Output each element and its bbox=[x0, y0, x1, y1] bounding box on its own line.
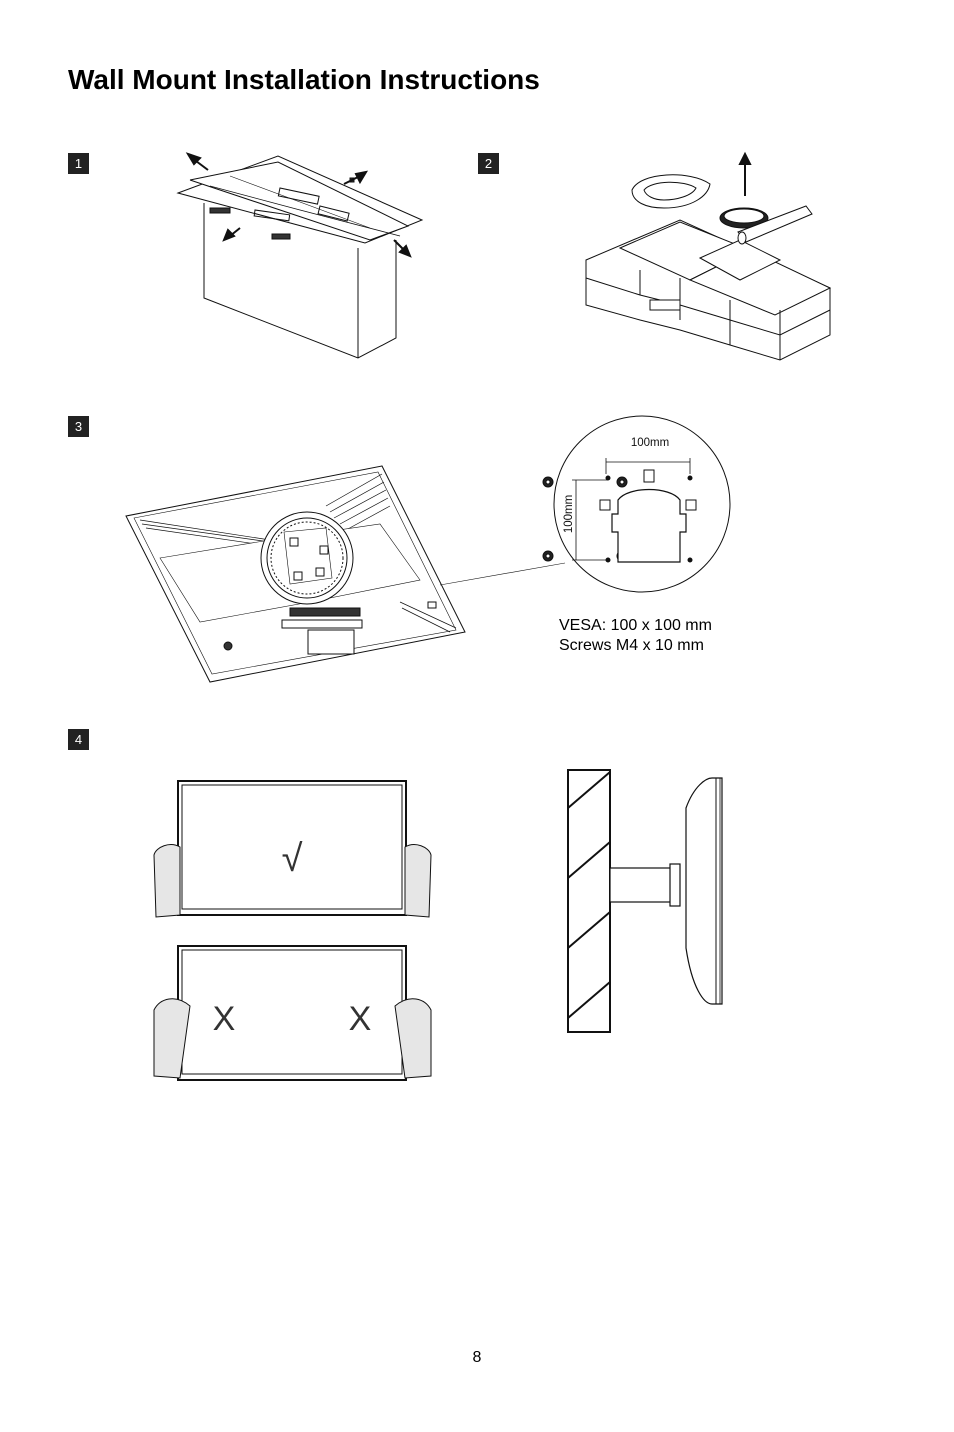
step-3-monitor-back-illustration bbox=[125, 465, 466, 683]
step-1-badge: 1 bbox=[68, 153, 89, 174]
page-number: 8 bbox=[472, 1349, 482, 1366]
incorrect-handling-illustration: X X bbox=[153, 945, 432, 1081]
page-title: Wall Mount Installation Instructions bbox=[68, 64, 540, 95]
vesa-spec-caption: VESA: 100 x 100 mm Screws M4 x 10 mm bbox=[559, 616, 712, 656]
wall-mount-side-view-illustration bbox=[567, 769, 723, 1033]
step-2-remove-stand-illustration bbox=[585, 151, 832, 361]
vesa-spec-line: VESA: 100 x 100 mm bbox=[559, 617, 712, 634]
vesa-vertical-dimension: 100mm bbox=[563, 495, 575, 533]
incorrect-mark-left: X bbox=[213, 1000, 236, 1038]
incorrect-mark-right: X bbox=[349, 1000, 372, 1038]
correct-handling-illustration: √ bbox=[153, 780, 432, 918]
step-1-open-box-illustration bbox=[176, 152, 424, 359]
vesa-callout-line bbox=[440, 562, 566, 586]
vesa-screws-line: Screws M4 x 10 mm bbox=[559, 637, 704, 654]
step-4-badge: 4 bbox=[68, 729, 89, 750]
step-2-badge: 2 bbox=[478, 153, 499, 174]
vesa-detail-illustration: 100mm 100mm bbox=[542, 415, 731, 593]
correct-check-mark: √ bbox=[282, 838, 303, 880]
vesa-horizontal-dimension: 100mm bbox=[631, 437, 669, 449]
step-3-badge: 3 bbox=[68, 416, 89, 437]
